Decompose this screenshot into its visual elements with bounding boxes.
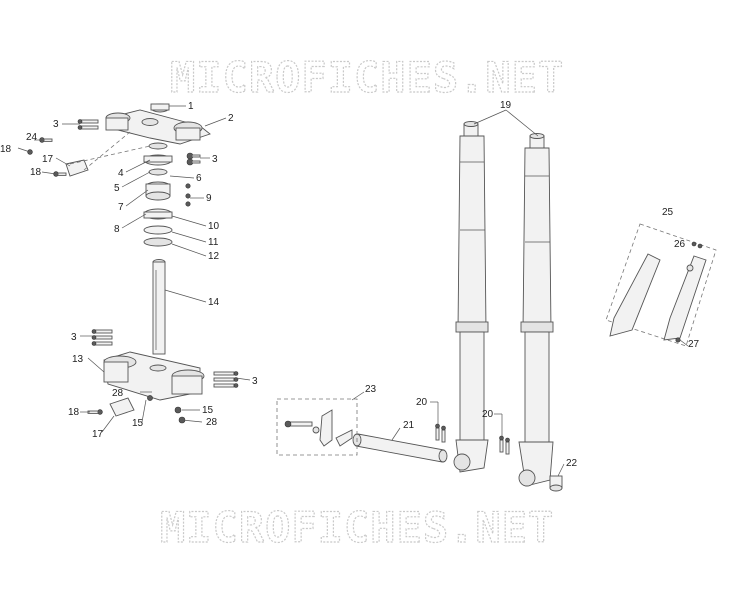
axle-nut bbox=[549, 475, 563, 492]
callout-28-right: 28 bbox=[206, 417, 218, 428]
clamp-bolts-upper-right bbox=[186, 152, 201, 166]
clamp-bolts-lower-left bbox=[91, 329, 113, 346]
callout-5: 5 bbox=[114, 183, 120, 194]
callout-22: 22 bbox=[566, 458, 578, 469]
callout-25: 25 bbox=[662, 207, 674, 218]
callout-17-upper: 17 bbox=[42, 154, 54, 165]
callout-20-left: 20 bbox=[416, 397, 428, 408]
cable-clip-lower bbox=[87, 395, 186, 424]
callout-15-right: 15 bbox=[202, 405, 214, 416]
fork-leg-left bbox=[453, 121, 489, 473]
callout-4: 4 bbox=[118, 168, 124, 179]
callout-17-lower: 17 bbox=[92, 429, 104, 440]
axle-pull-kit bbox=[276, 398, 358, 456]
front-axle bbox=[352, 433, 448, 463]
watermark-top: MICROFICHES.NET bbox=[170, 53, 564, 102]
watermark-bottom: MICROFICHES.NET bbox=[160, 503, 554, 552]
steering-stem bbox=[152, 259, 166, 355]
callout-19: 19 bbox=[500, 100, 512, 111]
callout-2: 2 bbox=[228, 113, 234, 124]
clamp-bolts-upper-left bbox=[77, 119, 99, 130]
callout-15-left: 15 bbox=[132, 418, 144, 429]
callout-numbers: 1 2 3 3 3 3 4 5 6 7 8 9 10 11 12 13 14 1… bbox=[0, 100, 700, 469]
callout-3-upper-right: 3 bbox=[212, 154, 218, 165]
callout-12: 12 bbox=[208, 251, 220, 262]
callout-20-right: 20 bbox=[482, 409, 494, 420]
callout-18-upper-left: 18 bbox=[0, 144, 12, 155]
callout-24: 24 bbox=[26, 132, 38, 143]
callout-28-left: 28 bbox=[112, 388, 124, 399]
callout-14: 14 bbox=[208, 297, 220, 308]
callout-8: 8 bbox=[114, 224, 120, 235]
callout-18-lower: 18 bbox=[68, 407, 80, 418]
callout-21: 21 bbox=[403, 420, 415, 431]
bearing-screws bbox=[185, 183, 191, 207]
axle-clamp-bolts-right bbox=[499, 435, 510, 455]
stem-nut bbox=[150, 103, 170, 113]
callout-3-lower-left: 3 bbox=[71, 332, 77, 343]
lower-triple-clamp bbox=[103, 351, 205, 401]
callout-13: 13 bbox=[72, 354, 84, 365]
axle-clamp-bolts-left bbox=[435, 423, 446, 443]
clamp-bolts-lower-right bbox=[213, 371, 239, 388]
steering-bearing-stack bbox=[143, 142, 173, 247]
fork-leg-right bbox=[518, 133, 554, 487]
fork-guards bbox=[605, 223, 717, 347]
callout-3-lower-right: 3 bbox=[252, 376, 258, 387]
upper-triple-clamp bbox=[105, 109, 211, 145]
callout-6: 6 bbox=[196, 173, 202, 184]
leader-lines bbox=[17, 105, 689, 477]
callout-1: 1 bbox=[188, 101, 194, 112]
callout-10: 10 bbox=[208, 221, 220, 232]
callout-18-upper: 18 bbox=[30, 167, 42, 178]
callout-26: 26 bbox=[674, 239, 686, 250]
callout-27: 27 bbox=[688, 339, 700, 350]
callout-7: 7 bbox=[118, 202, 124, 213]
callout-11: 11 bbox=[208, 237, 219, 248]
callout-23: 23 bbox=[365, 384, 377, 395]
callout-9: 9 bbox=[206, 193, 212, 204]
callout-3-upper-left: 3 bbox=[53, 119, 59, 130]
